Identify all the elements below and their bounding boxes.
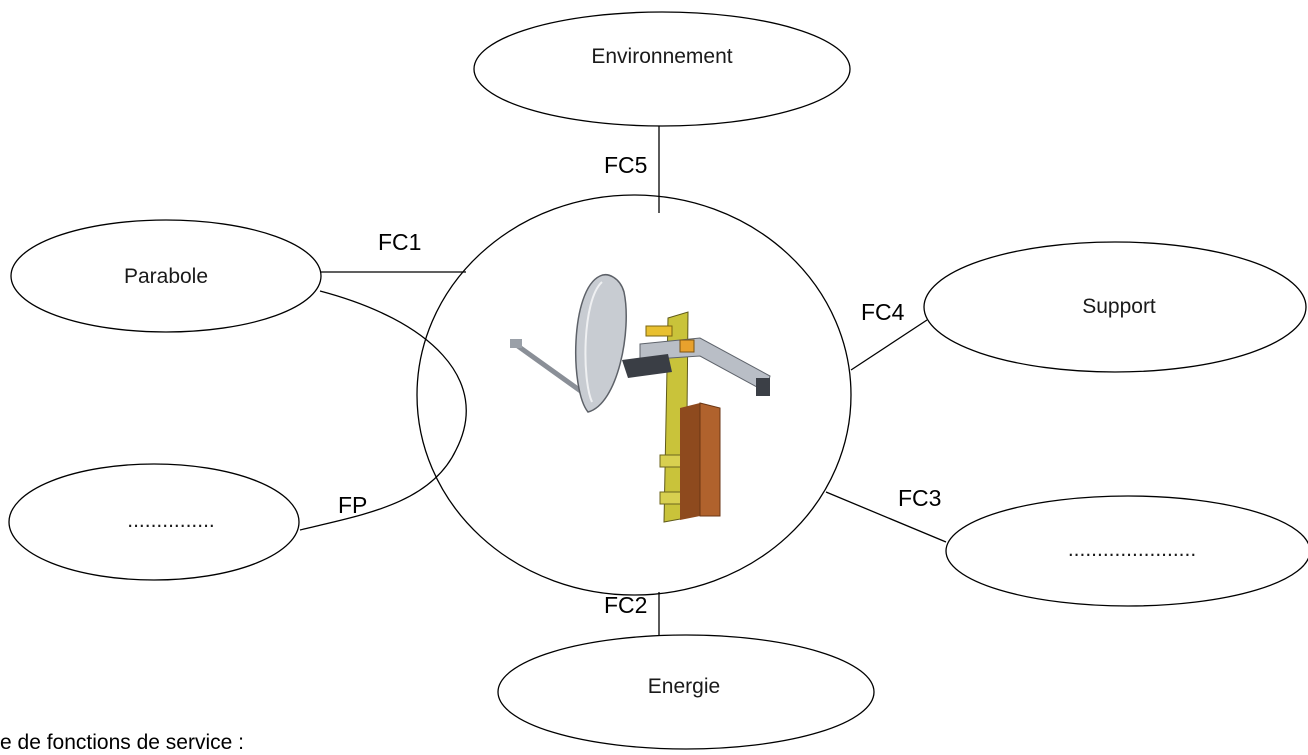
node-support	[923, 241, 1307, 373]
label-fc2: FC2	[604, 592, 647, 618]
label-fc5: FC5	[604, 152, 647, 178]
label-blank-right: ......................	[1068, 538, 1196, 561]
label-energie: Energie	[648, 675, 720, 698]
node-energie	[497, 634, 875, 750]
label-environnement: Environnement	[591, 45, 732, 68]
label-blank-left: ...............	[127, 509, 215, 532]
satellite-dish-mount-image	[500, 268, 778, 526]
label-fc3: FC3	[898, 485, 941, 511]
label-fc4: FC4	[861, 299, 905, 325]
fc4-link	[850, 319, 928, 371]
label-fp: FP	[338, 492, 367, 518]
node-blank-right	[945, 495, 1308, 607]
node-blank-left	[8, 463, 300, 581]
footer-caption: e de fonctions de service :	[0, 731, 244, 754]
node-parabole	[10, 219, 322, 333]
label-parabole: Parabole	[124, 265, 208, 288]
label-fc1: FC1	[378, 229, 421, 255]
label-support: Support	[1082, 295, 1156, 318]
node-environnement	[473, 11, 851, 127]
fc3-link	[825, 491, 947, 543]
fp-link-curve	[299, 290, 467, 531]
